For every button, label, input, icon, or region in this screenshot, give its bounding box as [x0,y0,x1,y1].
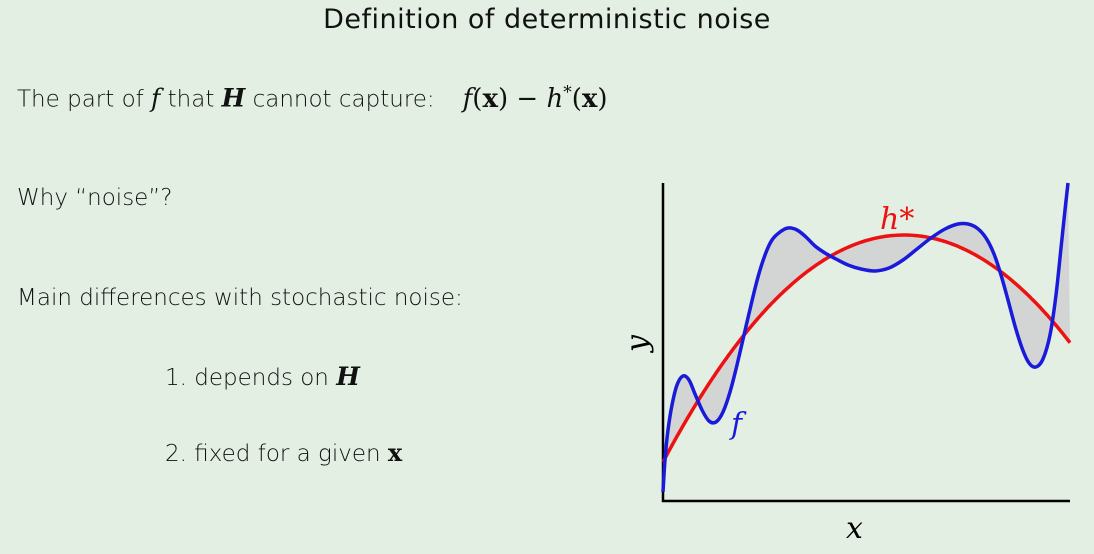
intro-text-2: that [160,86,222,113]
list-text: fixed for a given [186,441,388,467]
h-set-symbol: H [221,83,246,113]
differences-heading: Main differences with stochastic noise: [17,285,463,311]
intro-line: The part of f that H cannot capture: f(x)… [17,82,608,114]
f-curve [661,182,1070,493]
x-vector-symbol: x [387,438,403,467]
list-item-2: 2. fixed for a given x [165,438,402,467]
noise-formula: f(x) − h*(x) [462,82,608,114]
list-number: 2. [165,441,187,467]
h-set-symbol: H [336,362,360,391]
list-number: 1. [165,365,187,391]
f-curve-label: f [729,407,747,442]
intro-text-3: cannot capture: [245,86,435,113]
intro-text-1: The part of [17,86,152,113]
why-noise-text: Why “noise”? [17,185,173,211]
y-axis-label: y [620,334,655,354]
noise-area-fill [663,183,1070,492]
list-text: depends on [186,365,337,391]
h-star-label: h* [880,202,914,237]
h-star-curve [661,233,1072,463]
f-symbol: f [151,83,161,113]
list-item-1: 1. depends on H [165,362,360,391]
x-axis-label: x [846,511,863,546]
slide-title: Definition of deterministic noise [323,4,771,35]
